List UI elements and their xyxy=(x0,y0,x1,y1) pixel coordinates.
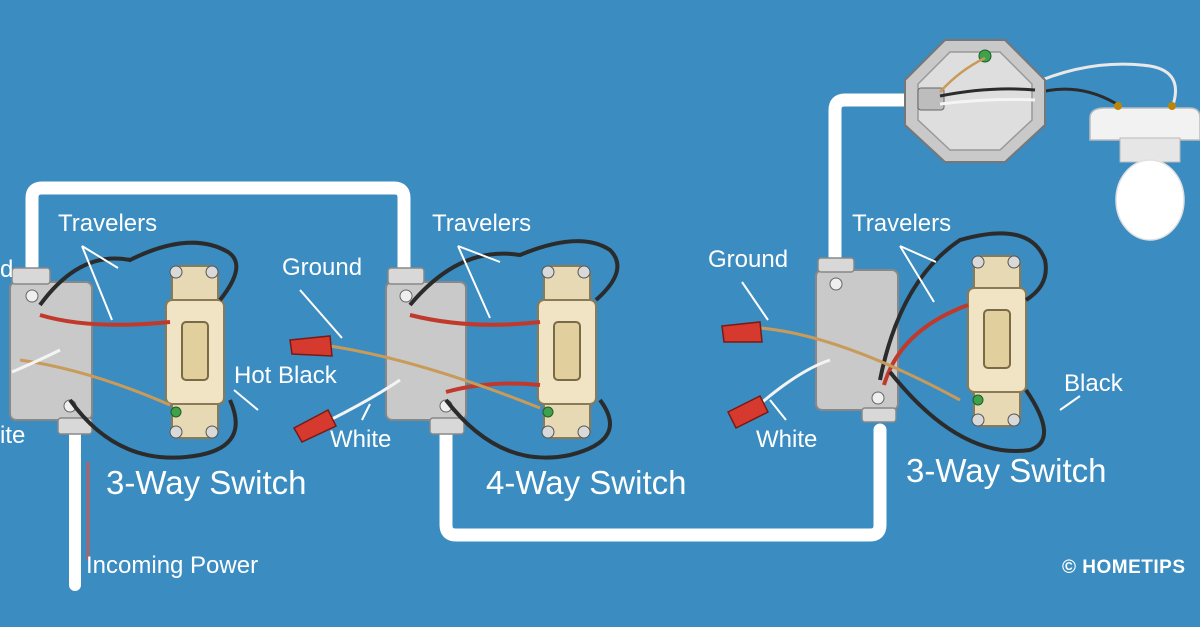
middle-traveler-red-top xyxy=(409,313,541,327)
left-switch-title: 3-Way Switch xyxy=(106,464,307,501)
left-hot-black xyxy=(68,398,238,460)
left-white-label-partial: ite xyxy=(0,422,26,449)
middle-white-wire xyxy=(329,378,401,422)
cable-fixture-to-lamp xyxy=(1028,62,1177,110)
middle-switch-assembly xyxy=(289,239,620,460)
leader-left-hot-black xyxy=(233,389,259,411)
junction-clamp xyxy=(917,87,945,111)
junction-wire-black xyxy=(939,87,1036,98)
left-switch-screw-4 xyxy=(205,425,219,439)
left-ground-label-partial: d xyxy=(0,256,14,283)
middle-box-screw-top xyxy=(399,289,413,303)
fixture-terminal-1 xyxy=(1114,102,1122,110)
light-bulb xyxy=(1115,159,1185,241)
right-switch-screw-4 xyxy=(1007,413,1021,427)
label-leaders xyxy=(81,245,1081,560)
left-switch-toggle xyxy=(181,321,209,381)
middle-switch-screw-3 xyxy=(541,425,555,439)
middle-switch-title: 4-Way Switch xyxy=(486,464,687,501)
ceiling-junction-box xyxy=(904,39,1046,163)
fixture-base xyxy=(1089,107,1200,141)
leader-left-travelers-1 xyxy=(81,245,119,269)
leader-right-travelers-2 xyxy=(899,245,935,303)
right-switch-title: 3-Way Switch xyxy=(906,452,1107,489)
left-switch-screw-1 xyxy=(169,265,183,279)
fixture-socket xyxy=(1119,137,1181,163)
leader-right-black xyxy=(1059,395,1081,411)
right-wire-nut-ground xyxy=(721,321,763,343)
left-switch-screw-2 xyxy=(205,265,219,279)
right-box-ear-bottom xyxy=(861,407,897,423)
middle-traveler-black-bottom xyxy=(444,398,612,460)
right-switch-box xyxy=(815,269,899,411)
leader-mid-travelers-1 xyxy=(457,245,501,263)
middle-travelers-label: Travelers xyxy=(432,210,532,237)
right-switch-assembly xyxy=(721,231,1048,453)
right-box-screw-top xyxy=(829,277,843,291)
left-switch-assembly xyxy=(9,240,239,460)
right-wire-nut-white xyxy=(726,394,770,430)
junction-wire-ground xyxy=(939,56,986,93)
copyright-credit: © HOMETIPS xyxy=(1062,557,1186,578)
middle-switch-green-screw xyxy=(542,406,554,418)
light-fixture xyxy=(1089,102,1200,241)
middle-traveler-red-bottom xyxy=(445,381,541,394)
leader-right-ground xyxy=(741,281,769,321)
cable-left-to-middle xyxy=(25,181,411,287)
right-traveler-black xyxy=(878,231,1048,381)
left-switch-screw-3 xyxy=(169,425,183,439)
right-black-wire xyxy=(888,370,1046,453)
incoming-power-label: Incoming Power xyxy=(86,552,259,579)
middle-white-label: White xyxy=(330,426,392,453)
right-box-ear-top xyxy=(817,257,855,273)
left-traveler-black xyxy=(38,240,239,307)
middle-switch-screw-2 xyxy=(577,265,591,279)
left-travelers-label: Travelers xyxy=(58,210,158,237)
leader-left-travelers-2 xyxy=(81,245,113,321)
right-switch-screw-2 xyxy=(1007,255,1021,269)
fixture-terminal-2 xyxy=(1168,102,1176,110)
left-box-ear-top xyxy=(11,267,51,285)
middle-traveler-black-top xyxy=(408,239,620,307)
leader-mid-ground xyxy=(299,289,343,339)
leader-mid-white xyxy=(361,403,371,421)
cable-right-to-fixture xyxy=(828,93,917,269)
leader-right-travelers-1 xyxy=(899,245,937,263)
middle-ground-label: Ground xyxy=(282,254,363,281)
middle-switch-box xyxy=(385,281,467,421)
right-switch-toggle xyxy=(983,309,1011,369)
left-traveler-red xyxy=(39,313,171,327)
middle-switch-screw-4 xyxy=(577,425,591,439)
leader-right-white xyxy=(769,399,787,421)
junction-wire-white xyxy=(939,98,1036,106)
right-white-wire xyxy=(759,358,831,406)
leader-mid-travelers-2 xyxy=(457,245,491,319)
middle-wire-nut-white xyxy=(292,408,338,443)
right-switch-green-screw xyxy=(972,394,984,406)
right-traveler-red xyxy=(882,303,969,386)
left-switch-green-screw xyxy=(170,406,182,418)
middle-switch-toggle xyxy=(553,321,581,381)
middle-wire-nut-ground xyxy=(289,335,333,357)
middle-box-ear-top xyxy=(387,267,425,285)
right-ground-bare xyxy=(759,326,961,402)
left-white-wire xyxy=(11,348,61,374)
right-box-screw-bottom xyxy=(871,391,885,405)
right-black-label: Black xyxy=(1064,370,1123,397)
cable-middle-to-right xyxy=(439,423,887,542)
right-ground-label: Ground xyxy=(708,246,789,273)
middle-box-ear-bottom xyxy=(429,417,465,435)
right-white-label: White xyxy=(756,426,818,453)
middle-ground-bare xyxy=(329,344,541,410)
left-switch-box xyxy=(9,281,93,421)
left-hot-black-label: Hot Black xyxy=(234,362,337,389)
left-box-screw-top xyxy=(25,289,39,303)
right-switch-screw-3 xyxy=(971,413,985,427)
right-travelers-label: Travelers xyxy=(852,210,952,237)
right-switch-screw-1 xyxy=(971,255,985,269)
middle-switch-screw-1 xyxy=(541,265,555,279)
